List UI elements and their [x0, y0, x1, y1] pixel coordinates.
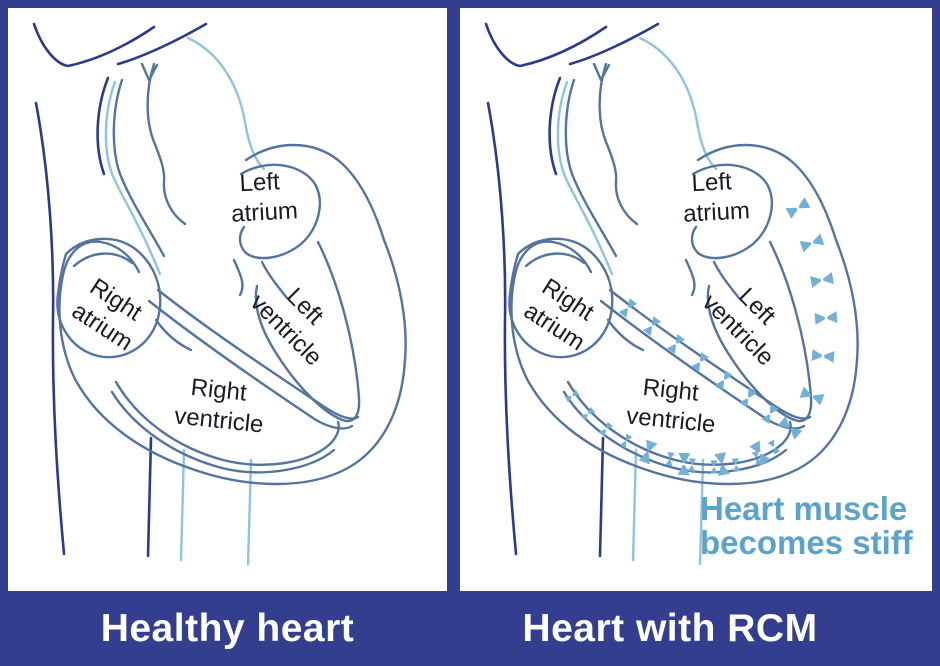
stiffness-mark — [785, 197, 811, 219]
rcm-heart-panel: Heart muscle becomes stiff — [460, 8, 932, 591]
caption-healthy-heart-text: Healthy heart — [100, 606, 355, 650]
caption-heart-with-rcm: Heart with RCM — [460, 591, 932, 666]
stiffness-mark — [799, 233, 825, 253]
healthy-heart-diagram — [32, 22, 407, 566]
stiffness-mark — [814, 311, 838, 325]
caption-healthy-heart: Healthy heart — [8, 591, 447, 666]
chamber-labels — [66, 167, 349, 439]
stiffness-mark — [687, 458, 697, 472]
stiffness-annotation: Heart muscle becomes stiff — [700, 490, 916, 561]
healthy-heart-panel — [8, 8, 447, 591]
stiffness-mark — [710, 460, 718, 474]
rcm-heart-diagram: Heart muscle becomes stiff — [484, 22, 916, 566]
stiffness-mark — [810, 272, 834, 288]
stiffness-mark — [811, 349, 835, 363]
caption-heart-with-rcm-text: Heart with RCM — [522, 606, 818, 650]
chamber-labels — [518, 167, 801, 439]
